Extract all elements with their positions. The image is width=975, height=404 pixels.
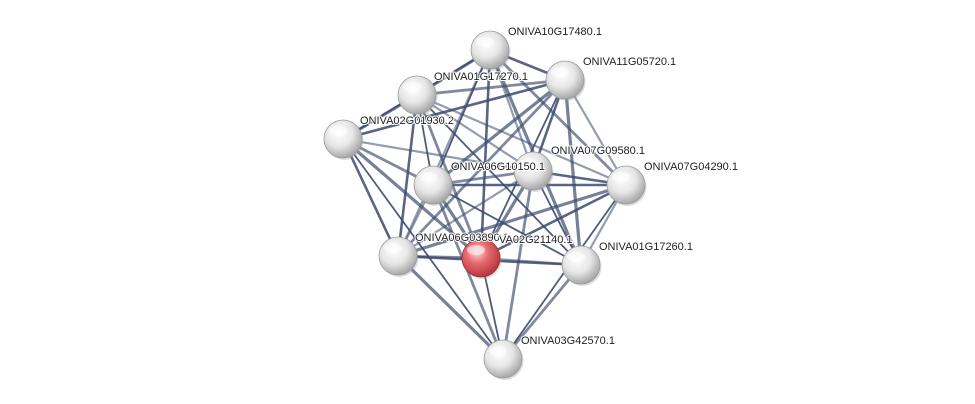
node-label-03g42570: ONIVA03G42570.1 [521, 335, 615, 347]
node-02g21140[interactable] [461, 238, 502, 279]
edge-07G09580-03G42570 [501, 169, 535, 361]
edge-02G01930-06G03890 [341, 137, 400, 258]
node-label-01g17260: ONIVA01G17260.1 [599, 241, 693, 253]
edge-11G05720-06G10150 [431, 78, 567, 187]
node-highlight [489, 346, 507, 356]
node-02g01930[interactable] [323, 119, 364, 160]
node-label-11g05720: ONIVA11G05720.1 [583, 56, 676, 68]
node-label-01g17270: ONIVA01G17270.1 [434, 71, 528, 83]
edge-01G17270-07G04290 [415, 93, 628, 187]
node-label-07g04290: ONIVA07G04290.1 [644, 161, 738, 173]
edge-11G05720-01G17260 [563, 78, 583, 267]
protein-node-circle[interactable] [413, 165, 453, 205]
edge-11G05720-01G17270 [415, 78, 567, 97]
node-highlight [519, 158, 537, 168]
node-highlight [612, 172, 630, 182]
node-highlight [467, 245, 485, 255]
edge-10G17480-07G04290 [488, 48, 628, 187]
labels-layer: ONIVA10G17480.1ONIVA11G05720.1ONIVA01G17… [359, 25, 739, 348]
edge-02G01930-07G09580 [341, 137, 535, 173]
protein-node-circle[interactable] [397, 75, 437, 115]
node-highlight [551, 67, 569, 77]
edge-01G17270-01G17260 [416, 94, 582, 266]
protein-node-circle[interactable] [378, 236, 418, 276]
edge-07G04290-06G03890 [396, 183, 628, 258]
node-label-06g03890: ONIVA06G03890.1 [415, 232, 509, 244]
node-highlight [403, 82, 421, 92]
node-03g42570[interactable] [483, 339, 524, 380]
protein-node-circle[interactable] [323, 119, 363, 159]
node-highlight [329, 126, 347, 136]
node-highlight [567, 252, 585, 262]
node-06g10150[interactable] [413, 165, 454, 206]
edge-11G05720-06G03890 [396, 78, 567, 258]
node-10g17480[interactable] [470, 30, 511, 71]
edge-11G05720-02G01930 [341, 78, 567, 141]
edges-layer [341, 48, 628, 361]
node-highlight [384, 243, 402, 253]
edge-06G10150-01G17260 [432, 184, 582, 266]
edge-01G17260-03G42570 [501, 263, 583, 361]
node-11g05720[interactable] [545, 60, 586, 101]
node-01g17270[interactable] [397, 75, 438, 116]
node-label-02g21140: VA02G21140.1 [499, 234, 573, 246]
node-label-10g17480: ONIVA10G17480.1 [508, 26, 602, 38]
protein-node-circle[interactable] [470, 30, 510, 70]
edge-07G04290-02G21140 [479, 183, 628, 260]
protein-node-circle[interactable] [483, 339, 523, 379]
node-01g17260[interactable] [561, 245, 602, 286]
node-label-06g10150: ONIVA06G10150.1 [451, 161, 545, 173]
node-07g04290[interactable] [606, 165, 647, 206]
node-label-07g09580: ONIVA07G09580.1 [551, 145, 645, 157]
query-protein-node-circle[interactable] [461, 238, 501, 278]
node-highlight [476, 37, 494, 47]
edge-01G17270-07G09580 [415, 93, 535, 173]
protein-node-circle[interactable] [545, 60, 585, 100]
edge-01G17270-06G03890 [396, 93, 419, 258]
edge-10G17480-06G03890 [396, 48, 492, 258]
protein-node-circle[interactable] [606, 165, 646, 205]
edge-11G05720-07G04290 [563, 78, 628, 187]
protein-node-circle[interactable] [561, 245, 601, 285]
nodes-layer [323, 30, 647, 380]
node-highlight [419, 172, 437, 182]
node-07g09580[interactable] [513, 151, 554, 192]
edge-06G03890-03G42570 [396, 254, 505, 361]
node-06g03890[interactable] [378, 236, 419, 277]
node-label-02g01930: ONIVA02G01930.2 [360, 115, 454, 127]
edge-10G17480-02G21140 [479, 48, 492, 260]
